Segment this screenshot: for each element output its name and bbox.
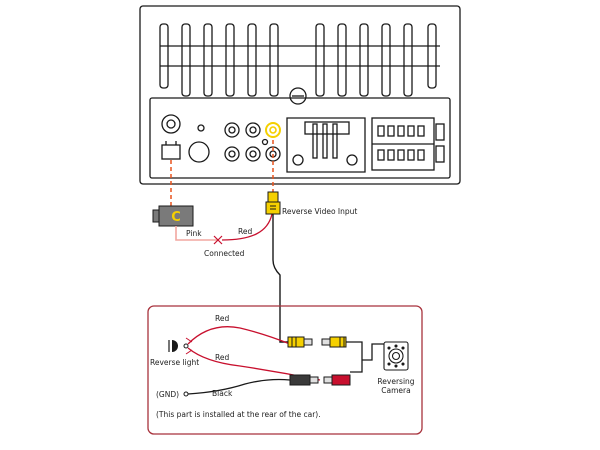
head-unit: [139, 5, 461, 185]
camera-label-line2: Camera: [381, 386, 410, 395]
iso-block-left: [286, 117, 366, 173]
rca-plug-bottom-yellow: [287, 336, 313, 348]
dc-plug-black: [289, 374, 319, 386]
head-unit-housing: [139, 5, 461, 185]
red-wire-top: [221, 213, 273, 241]
round-socket: [188, 141, 210, 163]
screw-icon: [289, 87, 307, 105]
connector-plate: [149, 97, 451, 179]
camera-label-line1: Reversing: [377, 377, 414, 386]
rear-installation-box: [147, 305, 423, 435]
pink-label: Pink: [186, 229, 202, 238]
connected-mark: [213, 235, 223, 245]
red-label-top: Red: [238, 227, 252, 236]
red-label-lower: Red: [215, 353, 229, 362]
connector-letter: C: [171, 210, 181, 225]
camera-icon: [383, 341, 409, 371]
dc-plug-red: [323, 374, 351, 386]
red-wire-upper: [187, 326, 291, 345]
black-wire: [187, 378, 291, 395]
red-label-upper: Red: [215, 314, 229, 323]
reverse-video-input-label: Reverse Video Input: [282, 207, 357, 216]
installation-note: (This part is installed at the rear of t…: [156, 410, 321, 419]
black-label: Black: [212, 389, 233, 398]
iso-pins: [372, 125, 434, 161]
rca-plug-top: [265, 191, 281, 215]
camera-cable: [346, 341, 384, 373]
connector-c: C: [152, 205, 194, 227]
reverse-light-icon: [168, 340, 189, 352]
pink-wire-socket: [161, 144, 181, 160]
antenna-socket: [161, 114, 181, 134]
rca-plug-camera-yellow: [321, 336, 347, 348]
reverse-light-label: Reverse light: [150, 358, 199, 367]
gnd-terminal-icon: [183, 391, 189, 397]
pink-wire: [175, 226, 218, 241]
reverse-video-socket: [265, 122, 281, 138]
rca-sockets: [224, 122, 281, 162]
gnd-label: (GND): [156, 390, 179, 399]
video-cable: [272, 214, 288, 343]
connected-label: Connected: [204, 249, 245, 258]
heatsink-fins: [159, 23, 440, 97]
